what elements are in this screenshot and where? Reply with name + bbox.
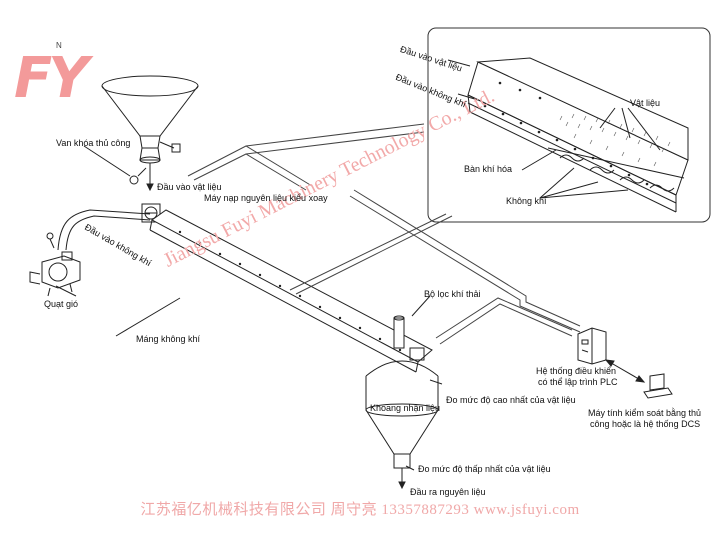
label-low-level-gauge: Đo mức độ thấp nhất của vật liệu [418,464,551,474]
detail-inset-frame [427,27,711,223]
north-mark: N [56,41,62,50]
label-dcs-line2: công hoặc là hệ thống DCS [590,419,701,429]
air-pipe [57,209,151,251]
label-dcs-line1: Máy tính kiểm soát bằng thủ [588,408,702,418]
label-receiving-chamber: Khoang nhận liệu [370,403,441,413]
label-fan: Quạt gió [44,299,79,309]
plc-cabinet [577,327,607,365]
label-air-trough: Máng không khí [136,334,201,344]
label-high-level-gauge: Đo mức độ cao nhất của vật liệu [446,395,576,405]
signal-lines [187,123,581,345]
detail-trough [467,57,689,213]
detail-label-fluidizing-plate: Bàn khí hóa [464,164,513,174]
label-material-in-top: Đầu vào vật liệu [157,182,222,192]
label-rotary-feeder: Máy nạp nguyên liệu kiểu xoay [204,193,328,203]
detail-label-air: Không khí [506,196,547,206]
computer [643,373,673,399]
fan [29,251,81,297]
label-material-out: Đầu ra nguyên liệu [410,487,486,497]
receiving-chamber [365,315,443,482]
label-plc-line1: Hệ thống điều khiển [536,366,617,376]
air-trough [149,209,433,373]
footer-contact-watermark: 江苏福亿机械科技有限公司 周守亮 13357887293 www.jsfuyi.… [140,502,580,518]
label-plc-line2: có thể lập trình PLC [538,377,618,387]
company-logo: FY [14,46,89,111]
label-manual-valve: Van khóa thủ công [56,138,131,148]
hopper [101,75,199,185]
detail-label-material: Vật liệu [630,98,661,108]
label-exhaust-filter: Bộ lọc khí thải [424,289,481,299]
